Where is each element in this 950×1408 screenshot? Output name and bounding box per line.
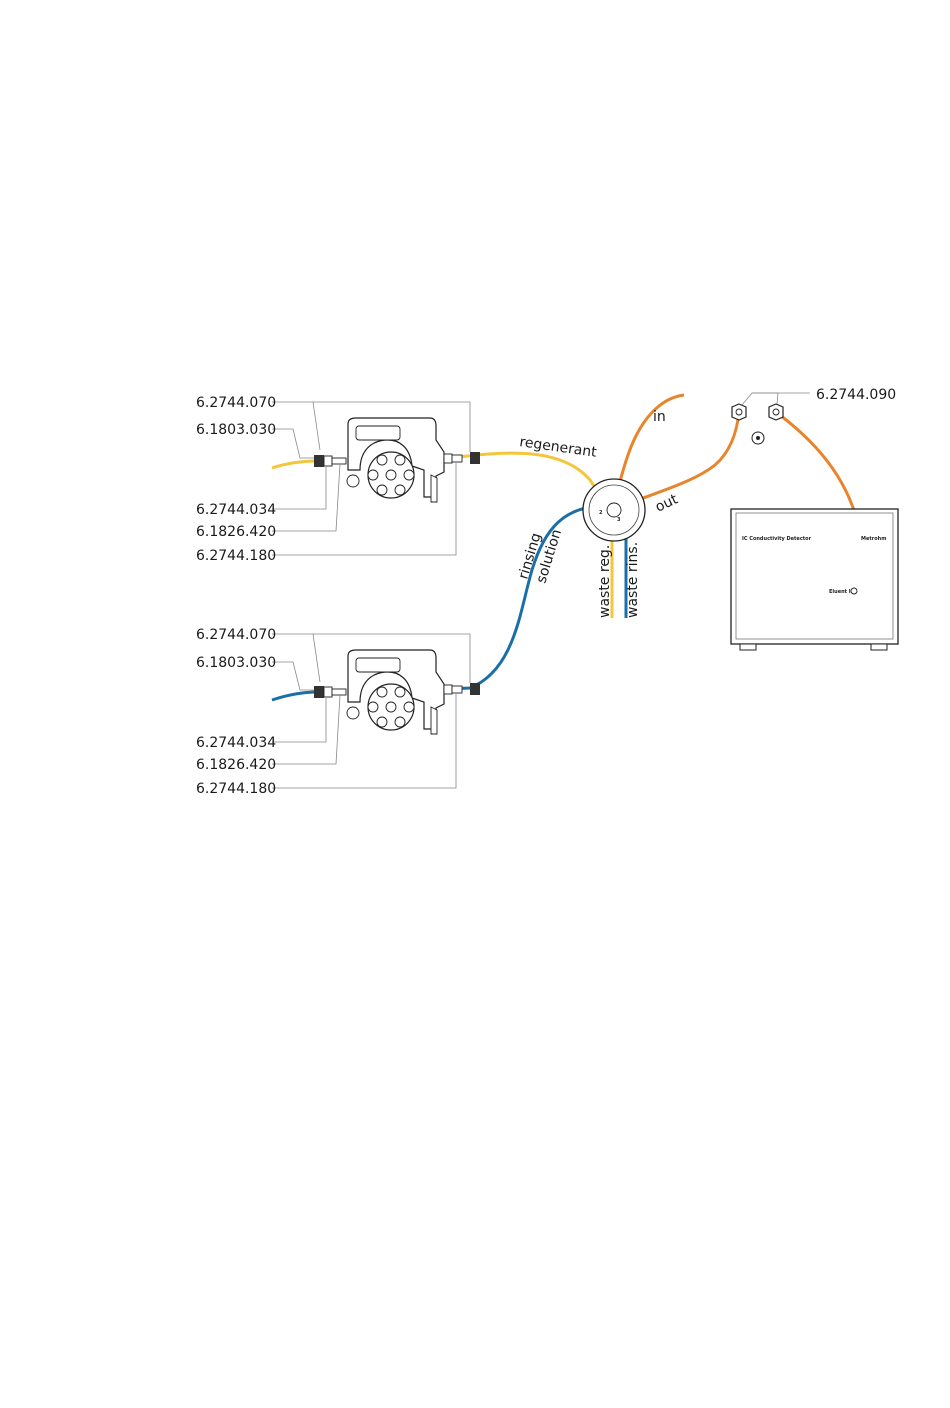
label-regenerant: regenerant bbox=[518, 434, 598, 461]
detector-title: IC Conductivity Detector bbox=[742, 536, 812, 542]
peristaltic-pump-top bbox=[314, 418, 480, 502]
label-bottom-pump-tube: 6.1826.420 bbox=[196, 757, 276, 773]
label-top-tubing-180: 6.2744.180 bbox=[196, 548, 276, 564]
label-out: out bbox=[653, 491, 681, 515]
label-detector-capillary: 6.2744.090 bbox=[816, 387, 896, 403]
label-top-tubing-034: 6.2744.034 bbox=[196, 502, 276, 518]
spare-port bbox=[752, 432, 764, 444]
label-in: in bbox=[653, 409, 666, 425]
suppressor-module: 2 3 bbox=[583, 479, 645, 541]
label-bottom-tubing-180: 6.2744.180 bbox=[196, 781, 276, 797]
label-top-pump-tube: 6.1826.420 bbox=[196, 524, 276, 540]
peristaltic-pump-bottom bbox=[314, 650, 480, 734]
conductivity-detector: IC Conductivity Detector Metrohm Eluent … bbox=[731, 509, 898, 650]
label-top-connector-030: 6.1803.030 bbox=[196, 422, 276, 438]
label-bottom-connector-030: 6.1803.030 bbox=[196, 655, 276, 671]
rinsing-tube bbox=[272, 506, 626, 700]
label-top-tubing-070: 6.2744.070 bbox=[196, 395, 276, 411]
label-bottom-tubing-034: 6.2744.034 bbox=[196, 735, 276, 751]
label-waste-rins: waste rins. bbox=[625, 542, 641, 618]
label-bottom-tubing-070: 6.2744.070 bbox=[196, 627, 276, 643]
detector-brand: Metrohm bbox=[861, 536, 886, 542]
detector-outlet-port bbox=[769, 404, 783, 420]
svg-text:3: 3 bbox=[617, 517, 621, 523]
detector-inlet-port bbox=[732, 404, 746, 420]
detector-eluent-port bbox=[851, 588, 857, 594]
svg-text:2: 2 bbox=[599, 510, 603, 516]
label-waste-reg: waste reg. bbox=[597, 545, 613, 618]
